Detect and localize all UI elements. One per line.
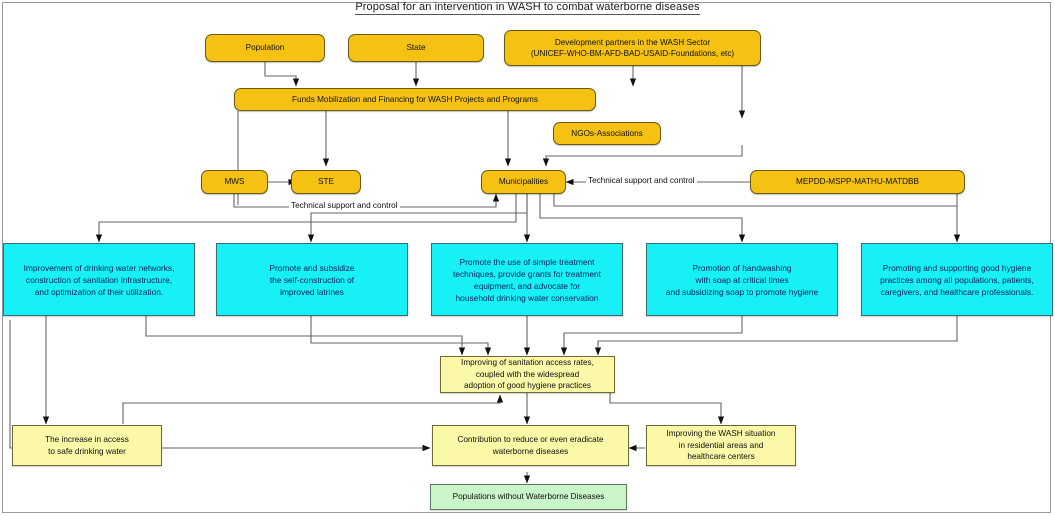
edge-sanitation-washsituation [609, 393, 725, 425]
edge-action5-sanitation [594, 316, 958, 356]
node-action-water-networks[interactable]: Improvement of drinking water networks, … [3, 243, 195, 316]
edge-action4-sanitation [560, 316, 743, 356]
edge-municipalities-action5 [553, 194, 961, 243]
edge-action1-sanitation [145, 316, 466, 356]
edge-label-technical-support-right: Technical support and control [586, 176, 697, 185]
node-mws[interactable]: MWS [201, 170, 268, 194]
node-outcome-wash-situation[interactable]: Improving the WASH situation in resident… [646, 425, 796, 466]
node-development-partners[interactable]: Development partners in the WASH Sector … [504, 30, 761, 66]
node-population[interactable]: Population [205, 34, 325, 62]
node-action-latrines[interactable]: Promote and subsidize the self-construct… [216, 243, 408, 316]
node-ste[interactable]: STE [291, 170, 361, 194]
diagram-title: Proposal for an intervention in WASH to … [0, 1, 1055, 15]
node-state[interactable]: State [348, 34, 484, 62]
edge-ngos-municipalities [542, 145, 743, 167]
node-outcome-water-access[interactable]: The increase in access to safe drinking … [12, 425, 162, 466]
diagram-title-text: Proposal for an intervention in WASH to … [355, 1, 700, 15]
edge-population-funds [264, 62, 300, 87]
edge-municipalities-action4 [539, 194, 746, 243]
edge-action2-sanitation [310, 316, 492, 356]
node-action-hygiene[interactable]: Promoting and supporting good hygiene pr… [861, 243, 1053, 316]
node-outcome-contribution[interactable]: Contribution to reduce or even eradicate… [432, 425, 629, 466]
node-municipalities[interactable]: Municipalities [481, 170, 566, 194]
node-final-outcome[interactable]: Populations without Waterborne Diseases [430, 484, 627, 510]
edge-wateraccess-sanitation [122, 394, 504, 424]
node-ngos-associations[interactable]: NGOs-Associations [553, 122, 661, 145]
node-action-handwashing[interactable]: Promotion of handwashing with soap at cr… [646, 243, 838, 316]
node-ministries[interactable]: MEPDD-MSPP-MATHU-MATDBB [750, 170, 965, 194]
node-action-treatment[interactable]: Promote the use of simple treatment tech… [431, 243, 623, 316]
edge-label-technical-support-left: Technical support and control [289, 201, 400, 210]
node-outcome-sanitation[interactable]: Improving of sanitation access rates, co… [440, 356, 615, 393]
node-funds-mobilization[interactable]: Funds Mobilization and Financing for WAS… [234, 88, 596, 111]
